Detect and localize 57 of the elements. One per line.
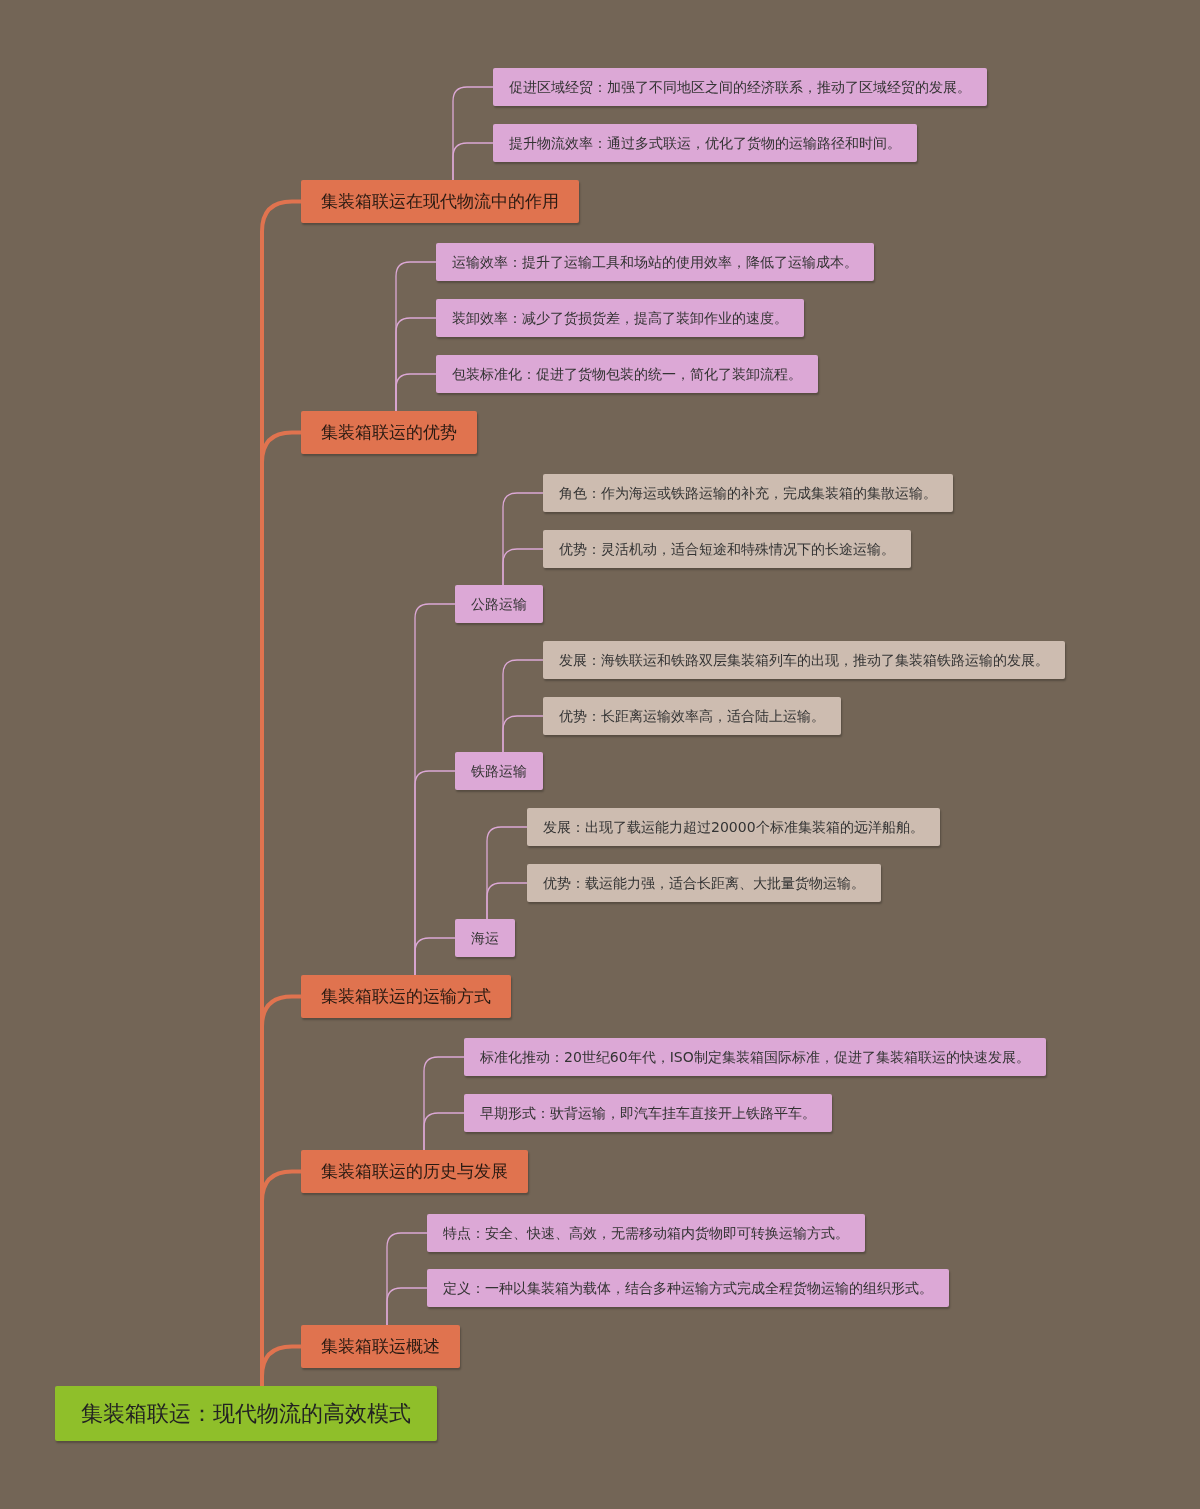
topic-text: 运输效率：提升了运输工具和场站的使用效率，降低了运输成本。 bbox=[452, 252, 858, 272]
main-topic bbox=[301, 1325, 460, 1368]
connector-line bbox=[423, 1112, 465, 1151]
subtopic-box bbox=[543, 530, 911, 568]
subtopic-box bbox=[455, 752, 543, 790]
topic-text: 集装箱联运：现代物流的高效模式 bbox=[81, 1400, 411, 1428]
topic-text: 优势：灵活机动，适合短途和特殊情况下的长途运输。 bbox=[559, 539, 895, 559]
main-topic bbox=[301, 1150, 528, 1193]
subtopic-box bbox=[464, 1094, 832, 1132]
topic-text: 集装箱联运的运输方式 bbox=[321, 984, 491, 1008]
subtopic-box bbox=[464, 1038, 1046, 1076]
topic-text: 优势：长距离运输效率高，适合陆上运输。 bbox=[559, 706, 825, 726]
topic-text: 铁路运输 bbox=[471, 761, 527, 781]
topic-text: 定义：一种以集装箱为载体，结合多种运输方式完成全程货物运输的组织形式。 bbox=[443, 1278, 933, 1298]
subtopic-box bbox=[455, 585, 543, 623]
connector-line bbox=[260, 1344, 301, 1386]
subtopic-box bbox=[543, 697, 841, 735]
topic-text: 装卸效率：减少了货损货差，提高了装卸作业的速度。 bbox=[452, 308, 788, 328]
connector-line bbox=[452, 142, 494, 181]
subtopic-box bbox=[436, 243, 874, 281]
connector-line bbox=[502, 548, 544, 586]
main-topic bbox=[301, 180, 579, 223]
topic-text: 海运 bbox=[471, 928, 499, 948]
subtopic-box bbox=[493, 124, 917, 162]
topic-text: 优势：载运能力强，适合长距离、大批量货物运输。 bbox=[543, 873, 865, 893]
connector-line bbox=[414, 937, 456, 976]
subtopic-box bbox=[493, 68, 987, 106]
topic-text: 角色：作为海运或铁路运输的补充，完成集装箱的集散运输。 bbox=[559, 483, 937, 503]
main-topic bbox=[301, 975, 511, 1018]
topic-text: 集装箱联运概述 bbox=[321, 1334, 440, 1358]
topic-text: 公路运输 bbox=[471, 594, 527, 614]
topic-text: 集装箱联运的优势 bbox=[321, 420, 457, 444]
subtopic-box bbox=[543, 474, 953, 512]
connector-line bbox=[486, 882, 528, 920]
central-topic bbox=[55, 1386, 437, 1441]
topic-text: 包装标准化：促进了货物包装的统一，简化了装卸流程。 bbox=[452, 364, 802, 384]
subtopic-box bbox=[527, 808, 940, 846]
topic-text: 集装箱联运的历史与发展 bbox=[321, 1159, 508, 1183]
topic-text: 发展：出现了载运能力超过20000个标准集装箱的远洋船舶。 bbox=[543, 817, 924, 837]
subtopic-box bbox=[543, 641, 1065, 679]
subtopic-box bbox=[427, 1269, 949, 1307]
subtopic-box bbox=[427, 1214, 865, 1252]
connector-line bbox=[386, 1287, 428, 1326]
connector-line bbox=[502, 715, 544, 753]
topic-text: 发展：海铁联运和铁路双层集装箱列车的出现，推动了集装箱铁路运输的发展。 bbox=[559, 650, 1049, 670]
topic-text: 特点：安全、快速、高效，无需移动箱内货物即可转换运输方式。 bbox=[443, 1223, 849, 1243]
subtopic-box bbox=[436, 355, 818, 393]
connector-line bbox=[395, 373, 437, 412]
main-topic bbox=[301, 411, 477, 454]
subtopic-box bbox=[436, 299, 804, 337]
subtopic-box bbox=[527, 864, 881, 902]
subtopic-box bbox=[455, 919, 515, 957]
topic-text: 早期形式：驮背运输，即汽车挂车直接开上铁路平车。 bbox=[480, 1103, 816, 1123]
topic-text: 集装箱联运在现代物流中的作用 bbox=[321, 189, 559, 213]
topic-text: 提升物流效率：通过多式联运，优化了货物的运输路径和时间。 bbox=[509, 133, 901, 153]
topic-text: 促进区域经贸：加强了不同地区之间的经济联系，推动了区域经贸的发展。 bbox=[509, 77, 971, 97]
topic-text: 标准化推动：20世纪60年代，ISO制定集装箱国际标准，促进了集装箱联运的快速发展。 bbox=[480, 1047, 1030, 1067]
